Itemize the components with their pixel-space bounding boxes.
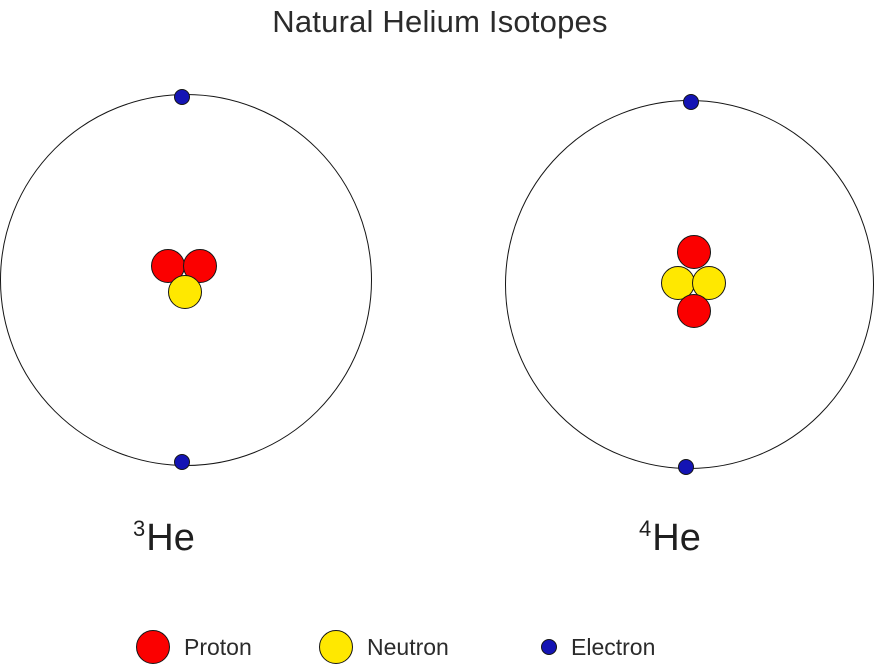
legend-label: Neutron	[367, 634, 449, 660]
neutron-particle	[692, 266, 726, 300]
neutron-particle	[168, 275, 202, 309]
legend-item-proton: Proton	[136, 626, 252, 668]
legend-label: Proton	[184, 634, 252, 660]
legend-item-electron: Electron	[541, 626, 655, 668]
mass-number: 4	[639, 516, 652, 542]
legend: Proton Neutron Electron	[0, 626, 880, 671]
legend-label: Electron	[571, 634, 656, 660]
electron-circle-icon	[541, 639, 557, 655]
electron-particle-top	[174, 89, 190, 105]
neutron-circle-icon	[319, 630, 353, 664]
proton-particle	[677, 294, 711, 328]
isotope-label-helium-4: 4He	[639, 518, 701, 558]
page-title: Natural Helium Isotopes	[272, 4, 608, 39]
electron-particle-top	[683, 94, 699, 110]
proton-particle	[677, 235, 711, 269]
isotope-label-helium-3: 3He	[133, 518, 195, 558]
proton-circle-icon	[136, 630, 170, 664]
mass-number: 3	[133, 516, 146, 542]
legend-item-neutron: Neutron	[319, 626, 449, 668]
element-symbol: He	[652, 517, 701, 559]
element-symbol: He	[146, 517, 195, 559]
electron-particle-bottom	[174, 454, 190, 470]
electron-particle-bottom	[678, 459, 694, 475]
